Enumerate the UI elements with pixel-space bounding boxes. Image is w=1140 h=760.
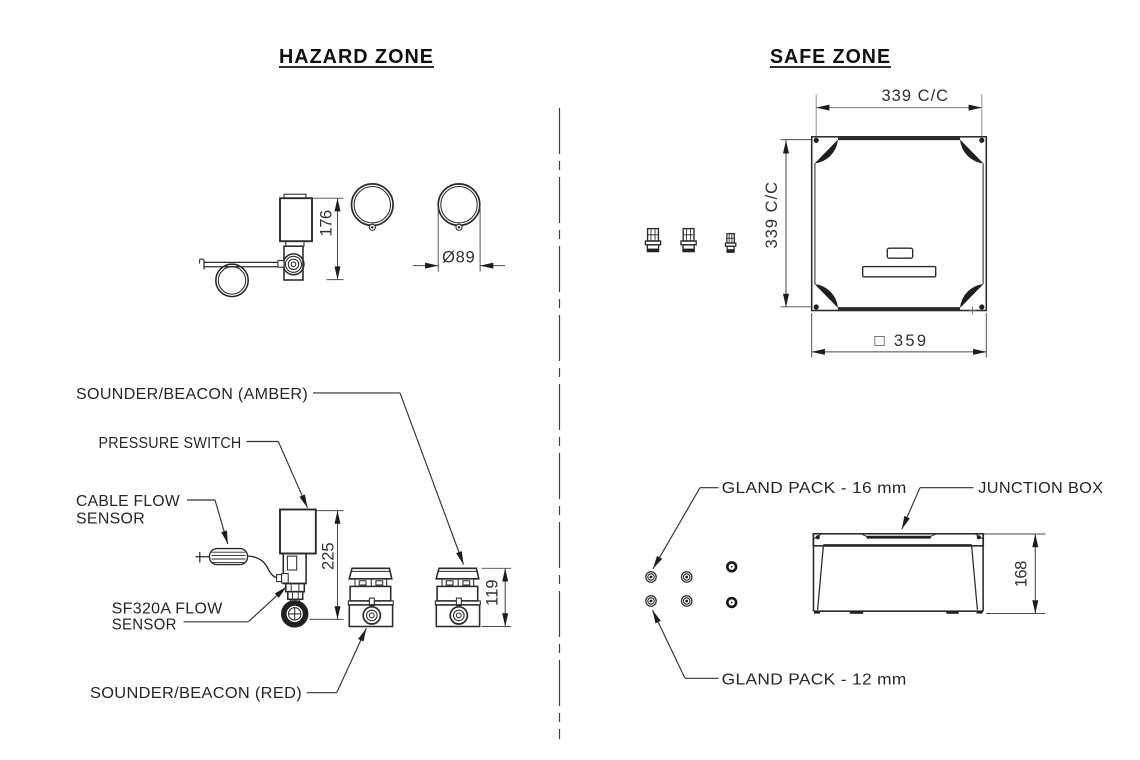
dim-339-vertical-text: 339 C/C [763, 182, 781, 249]
dim-339-vertical: 339 C/C [763, 139, 812, 308]
safe-zone-title: SAFE ZONE [770, 46, 891, 68]
dim-225-text: 225 [320, 542, 338, 570]
gland-fitting-b [680, 227, 697, 253]
lid-screw-left [815, 535, 820, 540]
gland-hole-12mm-2 [725, 596, 738, 609]
label-sounder-beacon-amber-text: SOUNDER/BEACON (AMBER) [76, 386, 308, 403]
label-gland-pack-12-text: GLAND PACK - 12 mm [722, 672, 907, 689]
label-pressure-switch: PRESSURE SWITCH [99, 435, 309, 509]
capillary-coil [215, 263, 249, 298]
corner-gusset-tl [814, 139, 838, 164]
pressure-switch-side-view-small [199, 193, 313, 298]
dim-119-text: 119 [484, 579, 502, 606]
gland-fitting-a [644, 227, 662, 253]
dim-359: □ 359 [811, 313, 987, 358]
label-junction-box: JUNCTION BOX [901, 480, 1103, 530]
lid-screw-right [976, 535, 981, 540]
label-sounder-beacon-red: SOUNDER/BEACON (RED) [90, 628, 367, 702]
corner-screw-br [979, 304, 985, 310]
gland-hole-12mm-1 [725, 561, 738, 573]
dim-89-text: Ø89 [442, 249, 475, 267]
gland-hole-grid [645, 561, 738, 609]
junction-box-side-view [812, 533, 985, 614]
sounder-beacon-amber-side-view [434, 567, 482, 628]
dim-119: 119 [481, 567, 511, 627]
corner-screw-bl [813, 304, 819, 310]
label-gland-pack-12: GLAND PACK - 12 mm [651, 609, 907, 689]
label-gland-pack-16: GLAND PACK - 16 mm [652, 480, 907, 570]
label-pressure-switch-text: PRESSURE SWITCH [99, 435, 242, 452]
corner-gusset-br [960, 284, 984, 308]
label-cable-flow-sensor-line2: SENSOR [76, 511, 145, 528]
label-gland-pack-16-text: GLAND PACK - 16 mm [722, 480, 907, 497]
dim-89: Ø89 [413, 208, 505, 272]
dim-168: 168 [984, 533, 1046, 614]
label-cable-flow-sensor-line1: CABLE FLOW [76, 493, 180, 510]
hazard-zone-header: HAZARD ZONE [279, 46, 434, 68]
beacon-top-view-left [350, 183, 394, 231]
label-junction-box-text: JUNCTION BOX [978, 480, 1103, 497]
terminal-block-wide [862, 265, 937, 278]
hazard-zone-title: HAZARD ZONE [279, 46, 434, 68]
dim-168-text: 168 [1013, 560, 1031, 587]
gland-hole-16mm-1 [645, 571, 657, 583]
label-sounder-beacon-amber: SOUNDER/BEACON (AMBER) [76, 386, 465, 565]
center-mark [968, 306, 977, 315]
label-sf320a-flow-sensor-line1: SF320A FLOW [112, 601, 223, 618]
corner-screw-tr [979, 137, 985, 143]
dim-359-text: □ 359 [875, 332, 927, 350]
junction-box-top-view [810, 136, 988, 315]
gland-hole-16mm-4 [680, 595, 693, 607]
corner-gusset-bl [814, 284, 838, 308]
label-sounder-beacon-red-text: SOUNDER/BEACON (RED) [90, 685, 302, 702]
dim-176-text: 176 [318, 210, 336, 237]
safe-zone-header: SAFE ZONE [770, 46, 891, 68]
label-cable-flow-sensor: CABLE FLOW SENSOR [76, 493, 229, 545]
gland-fitting-small [724, 232, 737, 253]
corner-gusset-tr [960, 139, 984, 164]
dim-225: 225 [309, 510, 344, 620]
dim-176: 176 [313, 197, 344, 281]
beacon-top-view-right [437, 183, 481, 231]
gland-hole-16mm-2 [680, 571, 693, 583]
sounder-beacon-red-side-view [347, 567, 395, 628]
flow-sensor-assembly-side-view [195, 508, 317, 628]
dim-339-horizontal-text: 339 C/C [882, 87, 949, 105]
gland-fittings-row [644, 227, 737, 253]
label-sf320a-flow-sensor-line2: SENSOR [112, 617, 177, 634]
dim-339-horizontal: 339 C/C [815, 87, 983, 141]
label-sf320a-flow-sensor: SF320A FLOW SENSOR [112, 586, 287, 634]
corner-screw-tl [813, 137, 819, 143]
gland-hole-16mm-3 [645, 595, 657, 607]
terminal-block-small [886, 247, 914, 259]
